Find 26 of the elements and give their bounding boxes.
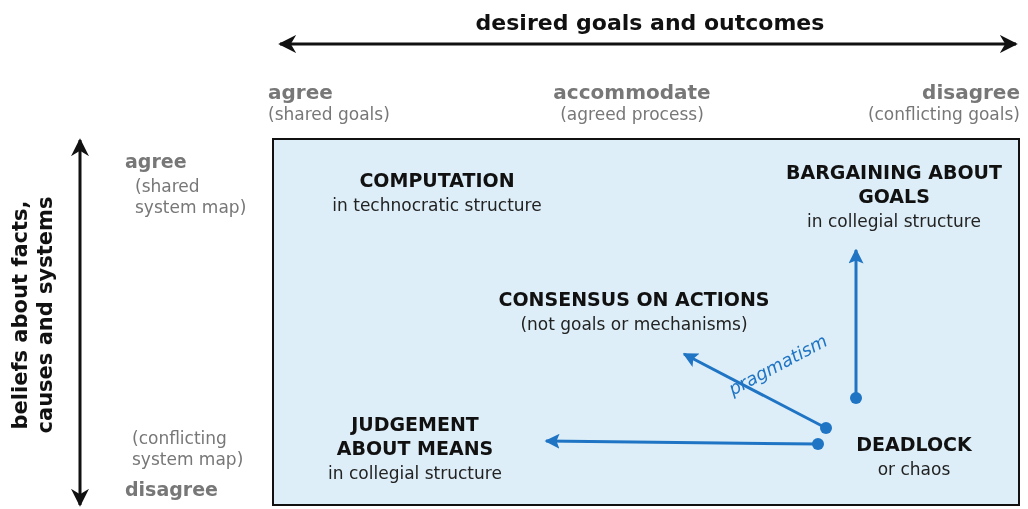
- axis-title: desired goals and outcomes: [474, 10, 826, 36]
- matrix-panel: [272, 138, 1020, 506]
- arrow: [544, 433, 824, 450]
- column-heading: agree: [268, 80, 334, 104]
- body-text: or chaos: [876, 458, 952, 480]
- heading-text: COMPUTATION: [358, 168, 516, 192]
- column-heading: accommodate: [552, 80, 712, 104]
- row-heading: disagree: [125, 478, 219, 501]
- column-heading: disagree: [921, 80, 1020, 104]
- body-text: in collegial structure: [327, 462, 503, 484]
- column-note: (agreed process): [559, 104, 705, 125]
- column-note: (shared goals): [268, 104, 391, 125]
- row-note: (conflicting system map): [132, 428, 245, 470]
- arrow: [682, 352, 832, 434]
- column-note: (conflicting goals): [866, 104, 1020, 125]
- body-text: (not goals or mechanisms): [519, 313, 749, 335]
- heading-text: DEADLOCK: [855, 432, 973, 456]
- body-text: in technocratic structure: [331, 194, 543, 216]
- row-heading: agree: [125, 150, 188, 173]
- arrow: [848, 248, 864, 404]
- body-text: in collegial structure: [806, 210, 982, 232]
- heading-text: BARGAINING ABOUT GOALS: [785, 160, 1003, 208]
- row-note: (shared system map): [135, 176, 247, 218]
- axis-title: beliefs about facts, causes and systems: [8, 195, 58, 436]
- heading-text: CONSENSUS ON ACTIONS: [497, 287, 771, 311]
- heading-text: JUDGEMENT ABOUT MEANS: [335, 412, 495, 460]
